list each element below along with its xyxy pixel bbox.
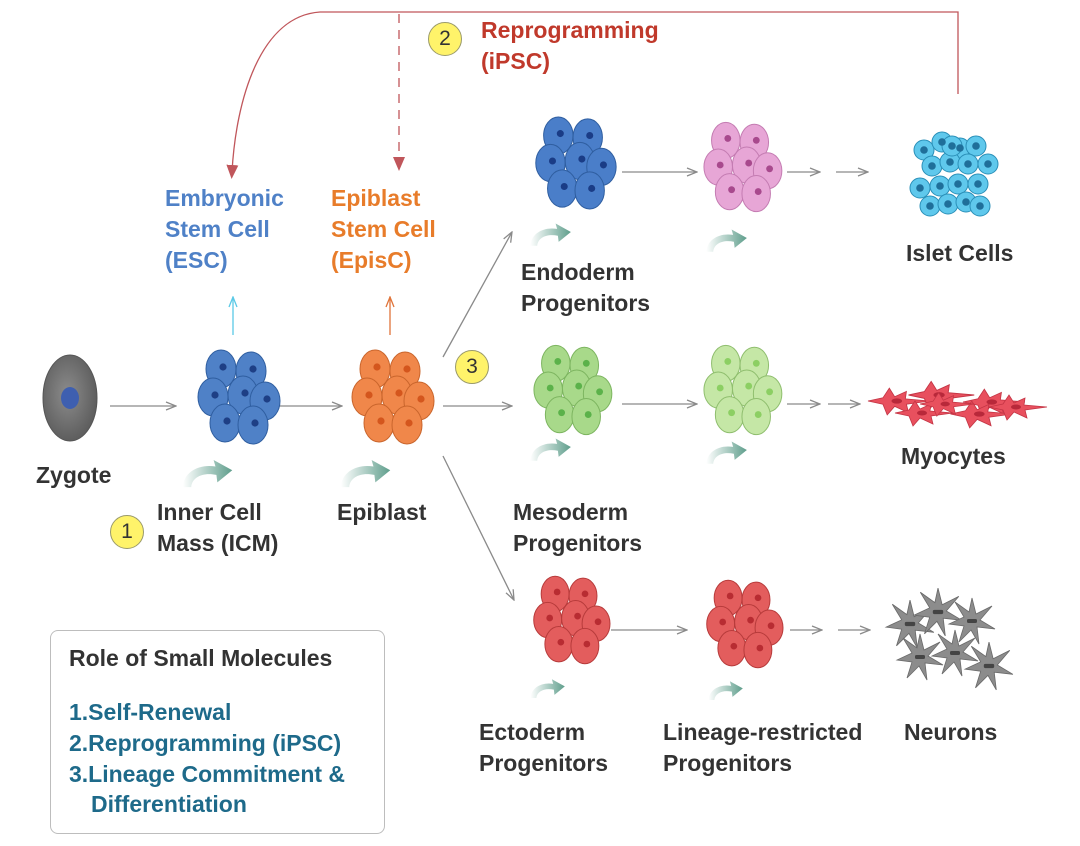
neurons-label: Neurons [904,719,998,745]
epiblast-to-endoderm-arrow [442,232,512,358]
pink-self-renewal-icon [706,229,747,252]
episc-line1: Epiblast [331,185,421,211]
neurons-icon [885,587,1014,691]
myocytes-label: Myocytes [901,443,1006,469]
legend-box: Role of Small Molecules 1.Self-Renewal 2… [50,630,385,834]
endoderm-line1: Endoderm [521,259,635,285]
reprogramming-line2: (iPSC) [481,48,550,74]
endoderm-cells-icon [535,116,617,210]
reprogramming-label: Reprogramming (iPSC) [481,15,659,77]
lineage-restricted-cells-icon [706,579,784,669]
legend-item-4: Differentiation [91,791,247,817]
endoderm-line2: Progenitors [521,290,651,316]
epiblast-cells-icon [351,349,435,445]
mesoderm-line2: Progenitors [513,530,643,556]
epiblast-label: Epiblast [337,499,427,525]
icm-cells-icon [197,349,281,445]
islet-cells-icon [909,131,999,217]
ectoderm-line2: Progenitors [479,750,609,776]
zygote-label: Zygote [36,462,112,488]
esc-line3: (ESC) [165,247,228,273]
ectoderm-self-renewal-icon [530,679,565,699]
esc-line2: Stem Cell [165,216,270,242]
myocytes-icon [867,380,1048,429]
legend-item-1: 1.Self-Renewal [69,699,232,725]
episc-line2: Stem Cell [331,216,436,242]
reprogramming-line1: Reprogramming [481,17,659,43]
lineage-line2: Progenitors [663,750,793,776]
lineage-line1: Lineage-restricted [663,719,863,745]
episc-line3: (EpisC) [331,247,412,273]
mesoderm-line1: Mesoderm [513,499,629,525]
legend-item-2: 2.Reprogramming (iPSC) [69,730,342,756]
icm-label: Inner Cell Mass (ICM) [157,497,278,559]
step-1-badge: 1 [110,515,144,549]
pancreatic-progenitor-cells-icon [703,121,783,213]
reprogramming-loop-arrow [226,11,959,179]
islet-cells-label: Islet Cells [906,240,1014,266]
green-self-renewal-icon [706,441,747,464]
legend-title: Role of Small Molecules [69,645,333,671]
esc-line1: Embryonic [165,185,284,211]
endoderm-self-renewal-icon [530,223,571,246]
step-2-badge: 2 [428,22,462,56]
mesoderm-self-renewal-icon [530,438,571,461]
epiblast-to-ectoderm-arrow [442,455,514,600]
epiblast-self-renewal-icon [340,460,391,488]
ectoderm-line1: Ectoderm [479,719,586,745]
icm-self-renewal-icon [182,460,233,488]
legend-item-3: 3.Lineage Commitment & [69,761,346,787]
endoderm-label: Endoderm Progenitors [521,257,650,319]
ectoderm-label: Ectoderm Progenitors [479,717,608,779]
icm-line2: Mass (ICM) [157,530,279,556]
mesoderm-label: Mesoderm Progenitors [513,497,642,559]
esc-label: Embryonic Stem Cell (ESC) [165,183,284,276]
step-3-badge: 3 [455,350,489,384]
episc-label: Epiblast Stem Cell (EpisC) [331,183,436,276]
icm-line1: Inner Cell [157,499,262,525]
mesoderm-cells-icon [533,344,613,436]
lineage-restricted-label: Lineage-restricted Progenitors [663,717,862,779]
ectoderm-cells-icon [533,575,611,665]
lineage-self-renewal-icon [708,681,743,701]
zygote-cell-icon [42,354,98,442]
muscle-progenitor-cells-icon [703,344,783,436]
